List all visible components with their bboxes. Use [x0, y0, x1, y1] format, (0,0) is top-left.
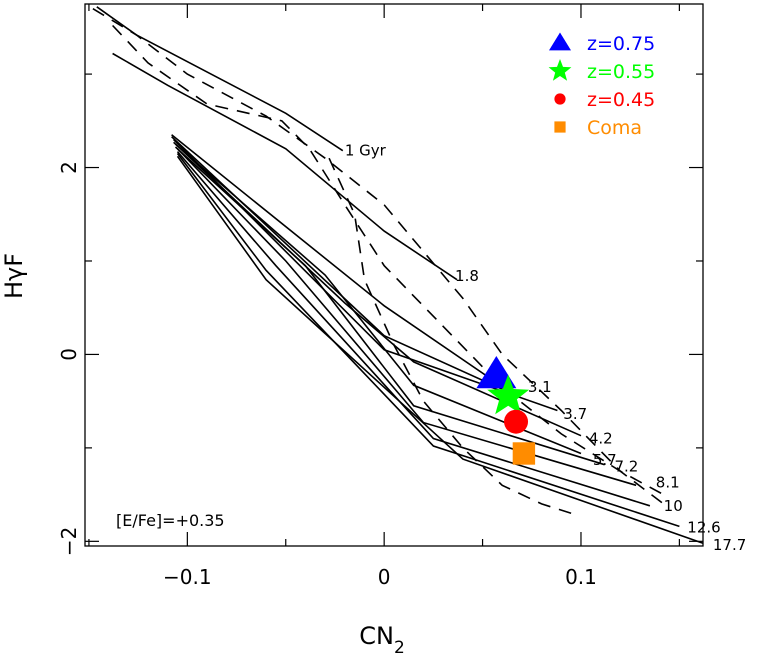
x-axis-label-main: CN [359, 622, 394, 650]
age-label: 10 [664, 497, 683, 515]
y-tick-label: 0 [57, 348, 81, 361]
data-points [476, 355, 536, 465]
legend-label: Coma [587, 117, 642, 139]
age-label: 4.2 [589, 430, 613, 448]
legend-label: z=0.55 [587, 61, 655, 83]
isochrone-line [171, 134, 497, 384]
legend-marker-star [548, 59, 572, 81]
age-label: 5.7 [593, 451, 617, 469]
isochrone-line [176, 148, 637, 487]
data-point-square [512, 442, 536, 465]
y-tick-label: −2 [57, 527, 81, 556]
age-label: 12.6 [687, 518, 720, 536]
x-tick-label: −0.1 [163, 565, 212, 589]
legend-marker-triangle [549, 32, 571, 51]
isochrone-line [174, 143, 582, 455]
age-label: 1.8 [455, 267, 479, 285]
legend-marker-circle [554, 93, 566, 105]
age-label: 8.1 [656, 473, 680, 491]
model-grid [92, 6, 704, 544]
metallicity-track-dashed [112, 24, 664, 496]
plot-border [84, 3, 704, 547]
legend-marker-square [554, 121, 566, 133]
x-tick-label: 0.1 [565, 565, 597, 589]
data-point-circle [504, 409, 529, 434]
age-label: 17.7 [713, 536, 746, 554]
age-label: 3.1 [528, 378, 552, 396]
plot-frame [84, 3, 704, 547]
metallicity-track-dashed [328, 157, 572, 515]
isochrone-line [112, 52, 458, 281]
isochrone-line [96, 6, 344, 152]
legend-label: z=0.75 [587, 33, 655, 55]
age-label: 1 Gyr [345, 142, 387, 160]
isochrone-line [176, 151, 651, 507]
isochrone-line [176, 155, 704, 544]
x-axis-label-sub: 2 [394, 638, 405, 656]
legend-label: z=0.45 [587, 89, 655, 111]
age-label: 3.7 [563, 405, 587, 423]
isochrone-line [174, 146, 605, 466]
data-point-star [487, 374, 530, 415]
axis-ticks: −0.1 0 0.1 −2 0 2 [57, 4, 703, 589]
y-axis-label: HγF [0, 253, 28, 299]
metallicity-track-dashed [92, 8, 665, 505]
x-tick-label: 0 [378, 565, 391, 589]
isochrone-line [176, 153, 680, 528]
x-axis-label: CN2 [359, 622, 405, 656]
y-tick-label: 2 [57, 161, 81, 174]
age-label: 7.2 [614, 458, 638, 476]
alpha-enhancement-note: [E/Fe]=+0.35 [116, 511, 225, 530]
